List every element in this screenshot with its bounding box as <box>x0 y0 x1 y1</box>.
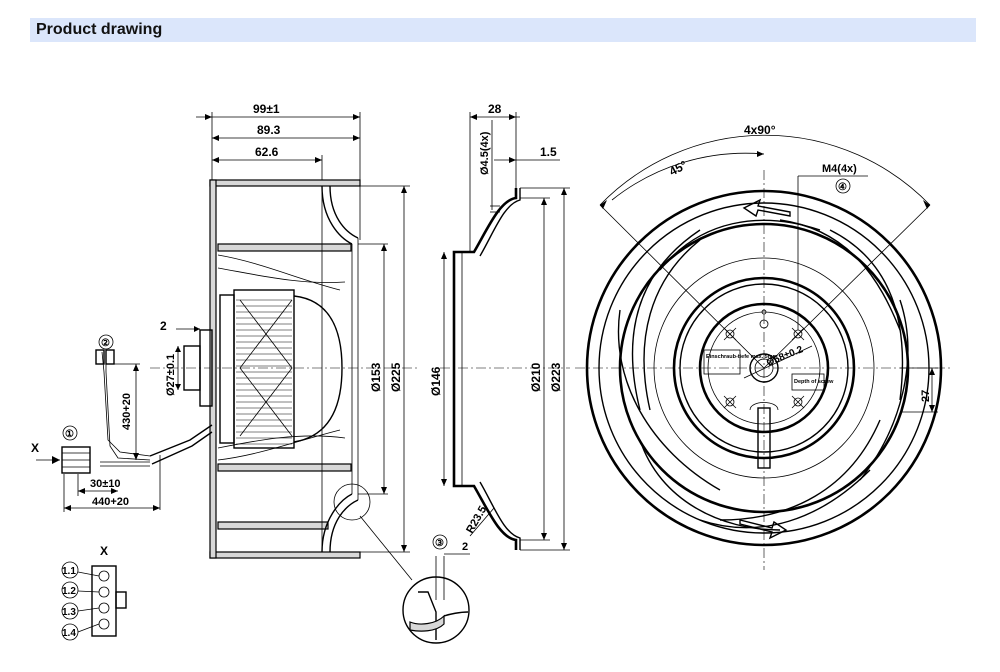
dim-shaft-diameter: Ø27±0.1 <box>165 354 177 396</box>
section-title: Product drawing <box>36 21 163 38</box>
dim-mounting-holes: Ø4.5(4x) <box>479 131 491 175</box>
dim-overall-length: 99±1 <box>253 102 280 116</box>
dim-diameter-153: Ø153 <box>369 362 383 392</box>
callout-1: ① <box>65 429 74 440</box>
view-x-title: X <box>100 544 108 558</box>
inlet-ring-section-view: 28 Ø4.5(4x) 1.5 Ø146 Ø210 Ø223 R23.5 <box>402 102 570 644</box>
dim-length-89: 89.3 <box>257 123 281 137</box>
dim-diameter-223: Ø223 <box>549 362 563 392</box>
pin-label-4: 1.4 <box>62 628 76 639</box>
dim-cable-offset: 27 <box>920 390 932 402</box>
dim-lead-430: 430+20 <box>121 393 133 430</box>
dim-hole-angle: 4x90° <box>744 123 776 137</box>
dim-ring-depth: 28 <box>488 102 502 116</box>
dim-strip-30: 30±10 <box>90 478 121 490</box>
callout-3: ③ <box>435 538 444 549</box>
pin-label-2: 1.2 <box>62 586 76 597</box>
section-header: Product drawing <box>30 18 976 42</box>
view-x-arrow-label: X <box>31 441 39 455</box>
dim-ring-thickness: 1.5 <box>540 145 557 159</box>
pin-label-3: 1.3 <box>62 607 76 618</box>
side-view: 99±1 89.3 62.6 <box>31 102 420 641</box>
dim-thread: M4(4x) <box>822 163 857 175</box>
dim-diameter-146: Ø146 <box>429 366 443 396</box>
callout-4: ④ <box>838 182 847 193</box>
dim-inlet-radius: R23.5 <box>464 504 489 535</box>
dim-45-degrees: 45° <box>667 158 690 179</box>
front-view: 4x90° 45° M4(4x) ④ Ø58±0.2 Einschraub-ti… <box>575 123 950 570</box>
dim-detail-2: 2 <box>462 541 468 553</box>
dim-length-62: 62.6 <box>255 145 279 159</box>
pin-label-1: 1.1 <box>62 566 76 577</box>
callout-2: ② <box>101 338 110 349</box>
dim-diameter-210: Ø210 <box>529 362 543 392</box>
label-screw-depth-de: Einschraub-tiefe max. 5mm <box>706 354 778 360</box>
dim-flange-thickness: 2 <box>160 319 167 333</box>
label-screw-depth-en: Depth of screw <box>794 379 834 385</box>
dim-diameter-225: Ø225 <box>389 362 403 392</box>
dim-lead-440: 440+20 <box>92 496 129 508</box>
